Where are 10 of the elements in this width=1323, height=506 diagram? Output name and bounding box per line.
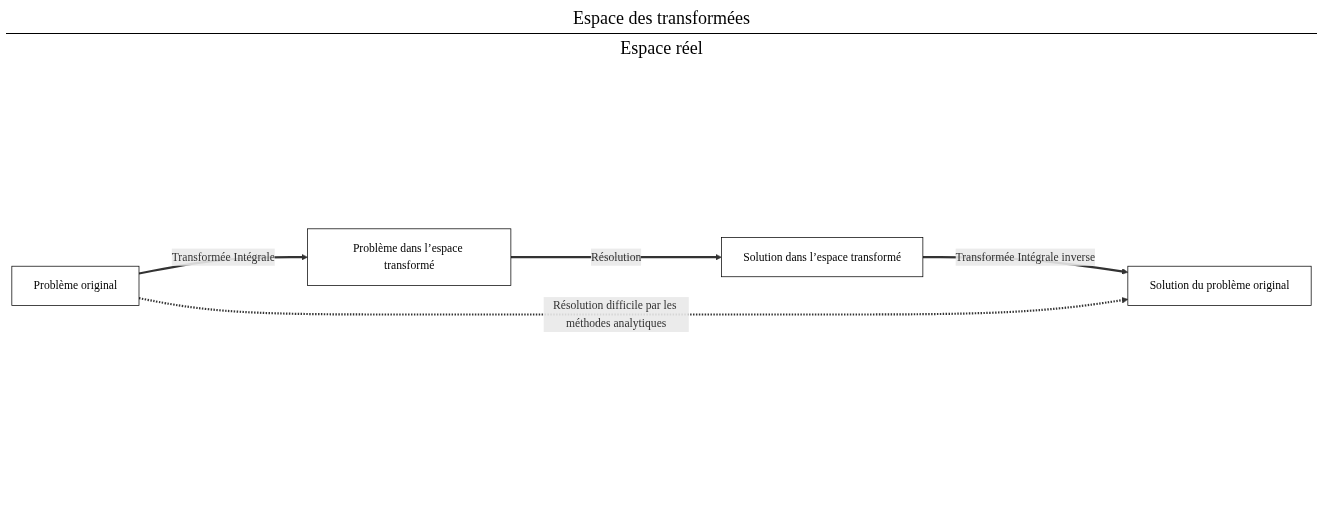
edge-label: Résolution difficile par les méthodes analytiques — [553, 299, 677, 330]
node-box: Problème dans l’espace transformé — [307, 228, 512, 286]
region-label: Espace réel — [620, 38, 703, 59]
node-box: Solution du problème original — [1127, 265, 1312, 306]
edge-label: Transformée Intégrale inverse — [955, 250, 1096, 264]
node-box: Problème original — [11, 265, 140, 306]
region-label: Espace des transformées — [573, 8, 750, 29]
edge-label: Résolution — [591, 250, 642, 264]
node-box: Solution dans l’espace transformé — [721, 237, 924, 278]
edge-label: Transformée Intégrale — [171, 250, 275, 264]
